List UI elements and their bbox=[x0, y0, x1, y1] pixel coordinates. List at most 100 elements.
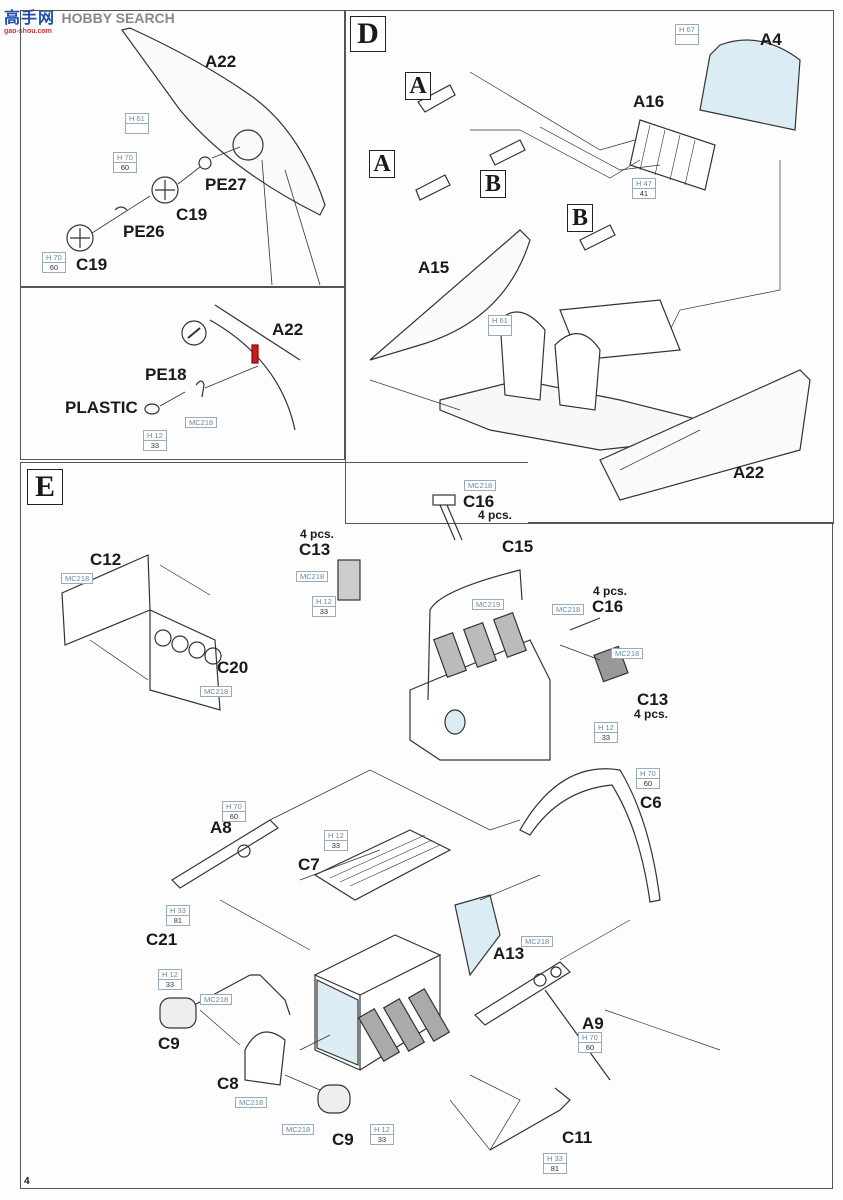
step-e-top-border-right bbox=[528, 522, 832, 523]
paint-code: H 12 bbox=[595, 723, 617, 733]
paint-code-alt bbox=[489, 326, 511, 335]
quantity-label: 4 pcs. bbox=[634, 707, 669, 721]
paint-code-alt: 33 bbox=[150, 441, 160, 450]
step-e-marker: E bbox=[27, 469, 63, 505]
part-label-c19: C19 bbox=[76, 255, 108, 274]
part-label-pe26: PE26 bbox=[123, 222, 165, 241]
paint-ref-mc218: MC218 bbox=[521, 936, 554, 947]
part-label-c20: C20 bbox=[217, 658, 249, 677]
part-label-c13: C13 bbox=[637, 690, 669, 709]
step-d-marker: D bbox=[350, 16, 386, 52]
step-e-top-border bbox=[20, 462, 528, 463]
quantity-label: 4 pcs. bbox=[593, 584, 628, 598]
watermark-site-name: 高手网 bbox=[4, 10, 56, 27]
paint-code: H 12 bbox=[144, 431, 166, 441]
panel-detail-frame bbox=[20, 286, 345, 460]
paint-code: H 12 bbox=[159, 970, 181, 980]
sub-marker-b: B bbox=[567, 204, 593, 232]
paint-code: H 70 bbox=[114, 153, 136, 163]
paint-code: H 70 bbox=[637, 769, 659, 779]
paint-code-alt: 33 bbox=[331, 841, 341, 850]
part-label-c16: C16 bbox=[463, 492, 495, 511]
paint-code-alt: 33 bbox=[601, 733, 611, 742]
part-label-c9: C9 bbox=[158, 1034, 180, 1053]
paint-ref-h61: H 61 bbox=[125, 113, 149, 134]
part-label-a9: A9 bbox=[582, 1014, 604, 1033]
paint-ref-mc218: MC218 bbox=[611, 648, 644, 659]
paint-code: H 61 bbox=[489, 316, 511, 326]
part-label-c19: C19 bbox=[176, 205, 208, 224]
paint-code-alt: 41 bbox=[639, 189, 649, 198]
part-label-a16: A16 bbox=[633, 92, 665, 111]
panel-top-left-frame bbox=[20, 10, 345, 288]
part-label-a8: A8 bbox=[210, 818, 232, 837]
paint-code-alt: 81 bbox=[173, 916, 183, 925]
part-label-c7: C7 bbox=[298, 855, 320, 874]
step-e-frame bbox=[20, 462, 833, 1189]
paint-code-alt: 33 bbox=[319, 607, 329, 616]
quantity-label: 4 pcs. bbox=[300, 527, 335, 541]
paint-ref-mc218: MC218 bbox=[464, 480, 497, 491]
paint-ref-mc218: MC218 bbox=[552, 604, 585, 615]
paint-code-alt: 60 bbox=[120, 163, 130, 172]
part-label-a4: A4 bbox=[760, 30, 782, 49]
paint-code: H 70 bbox=[223, 802, 245, 812]
part-label-a22: A22 bbox=[272, 320, 304, 339]
part-label-a22: A22 bbox=[205, 52, 237, 71]
part-label-c16: C16 bbox=[592, 597, 624, 616]
paint-code-alt bbox=[676, 35, 698, 44]
paint-ref-h61: H 61 bbox=[488, 315, 512, 336]
paint-ref-mc218: MC218 bbox=[282, 1124, 315, 1135]
watermark-logo: 高手网 HOBBY SEARCH gao-shou.com bbox=[4, 4, 175, 35]
part-label-c21: C21 bbox=[146, 930, 178, 949]
part-label-c12: C12 bbox=[90, 550, 122, 569]
part-label-c6: C6 bbox=[640, 793, 662, 812]
part-label-c13: C13 bbox=[299, 540, 331, 559]
paint-code-alt: 60 bbox=[229, 812, 239, 821]
step-d-frame bbox=[345, 10, 834, 524]
paint-ref-mc218: MC218 bbox=[200, 686, 233, 697]
paint-code: H 70 bbox=[579, 1033, 601, 1043]
paint-code: H 12 bbox=[313, 597, 335, 607]
paint-ref-mc219: MC219 bbox=[472, 599, 505, 610]
part-label-a13: A13 bbox=[493, 944, 525, 963]
paint-ref-h67: H 67 bbox=[675, 24, 699, 45]
paint-ref-mc218: MC218 bbox=[235, 1097, 268, 1108]
paint-ref-mc218: MC218 bbox=[296, 571, 329, 582]
paint-code: H 70 bbox=[43, 253, 65, 263]
paint-ref-mc218: MC218 bbox=[61, 573, 94, 584]
quantity-label: 4 pcs. bbox=[478, 508, 513, 522]
page-number: 4 bbox=[24, 1176, 30, 1187]
part-label-a22: A22 bbox=[733, 463, 765, 482]
paint-code-alt: 33 bbox=[377, 1135, 387, 1144]
paint-ref-mc218: MC218 bbox=[200, 994, 233, 1005]
sub-marker-b: B bbox=[480, 170, 506, 198]
part-label-a15: A15 bbox=[418, 258, 450, 277]
sub-marker-a: A bbox=[369, 150, 395, 178]
paint-code: H 47 bbox=[633, 179, 655, 189]
paint-code: H 33 bbox=[167, 906, 189, 916]
paint-code-alt: 33 bbox=[165, 980, 175, 989]
paint-ref-mc218: MC218 bbox=[185, 417, 218, 428]
part-label-c15: C15 bbox=[502, 537, 534, 556]
part-label-pe18: PE18 bbox=[145, 365, 187, 384]
part-label-c9: C9 bbox=[332, 1130, 354, 1149]
paint-code: H 67 bbox=[676, 25, 698, 35]
paint-code-alt: 81 bbox=[550, 1164, 560, 1173]
part-label-c8: C8 bbox=[217, 1074, 239, 1093]
sub-marker-a: A bbox=[405, 72, 431, 100]
part-label-pe27: PE27 bbox=[205, 175, 247, 194]
